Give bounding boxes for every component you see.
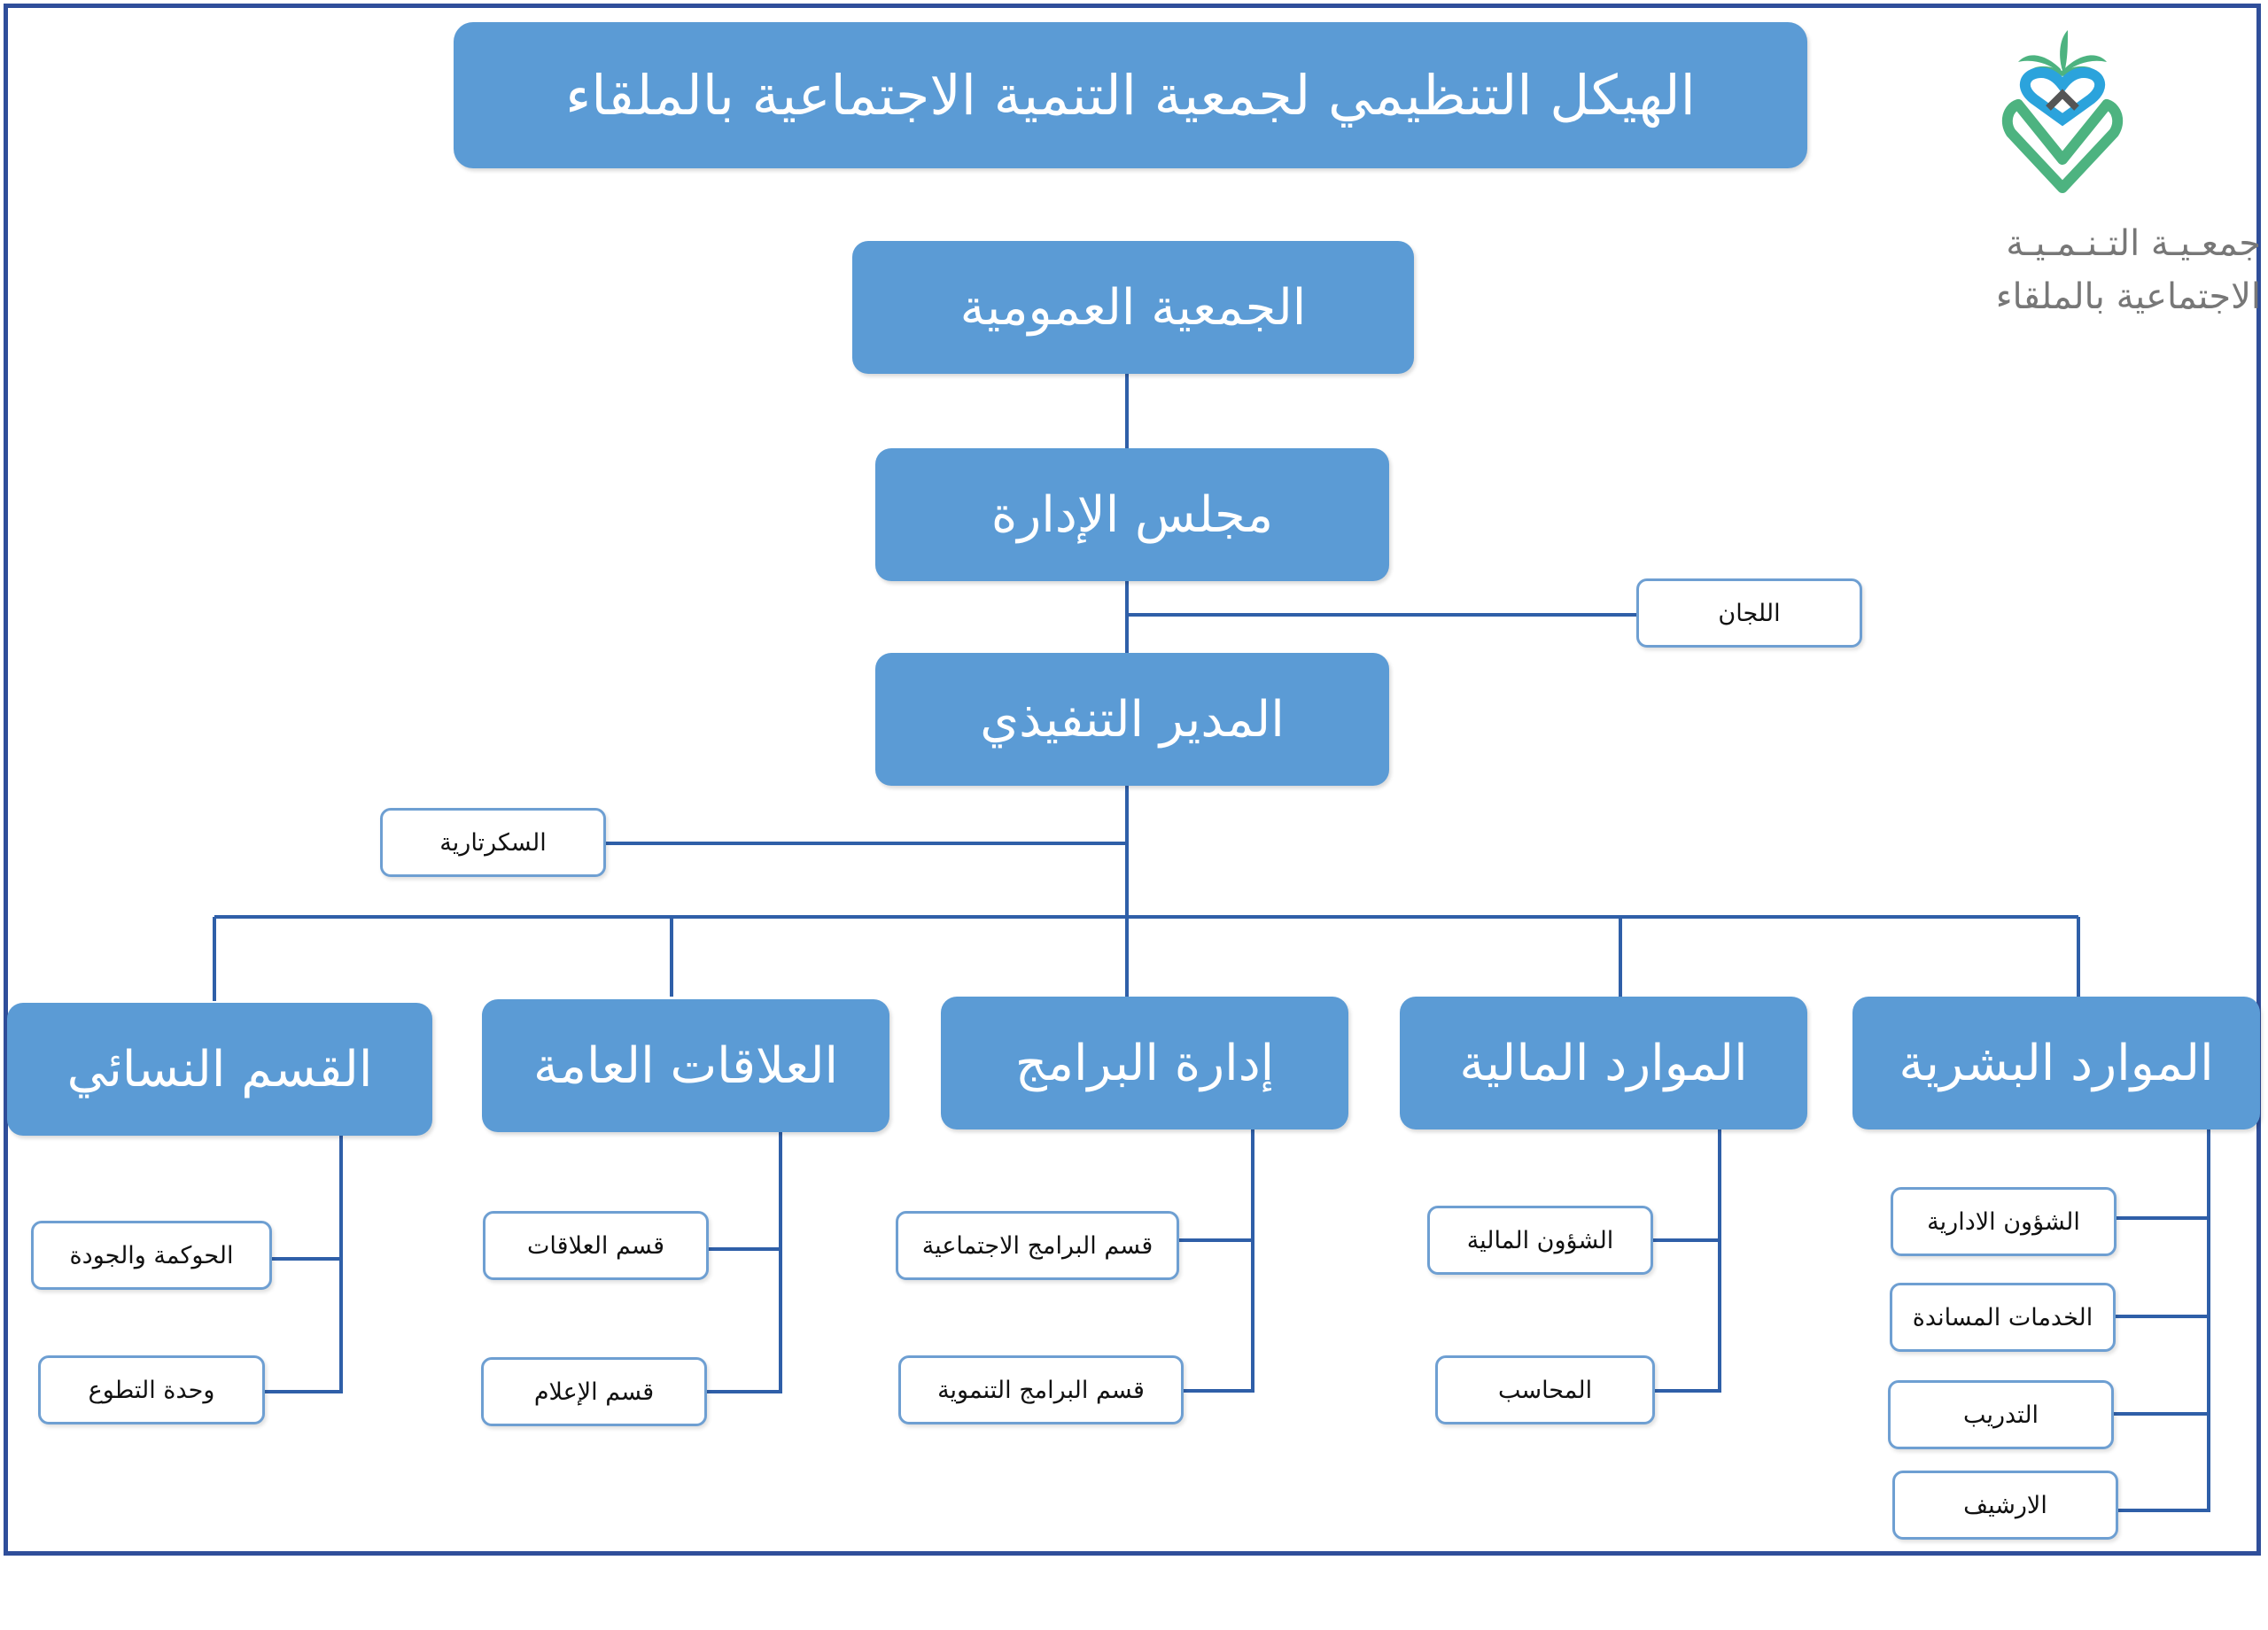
unit-pr-relations: قسم العلاقات: [483, 1211, 709, 1280]
connector-finance-units: [1652, 1238, 1721, 1393]
unit-programs-social: قسم البرامج الاجتماعية: [896, 1211, 1179, 1280]
unit-hr-training: التدريب: [1888, 1380, 2114, 1449]
department-hr-label: الموارد البشرية: [1899, 1034, 2214, 1092]
department-public-relations-label: العلاقات العامة: [532, 1036, 839, 1095]
node-general-assembly-label: الجمعية العمومية: [959, 278, 1307, 337]
connector-pr-units: [707, 1247, 782, 1393]
logo-text-line2: الاجتماعية بالملقاء: [1995, 276, 2261, 317]
organization-logo: جمعـيـة التـنـمـيـة الاجتماعية بالملقاء: [1876, 27, 2266, 337]
department-public-relations: العلاقات العامة: [482, 999, 889, 1132]
unit-hr-support-services: الخدمات المساندة: [1890, 1283, 2116, 1352]
node-secretariat-label: السكرتارية: [439, 828, 547, 857]
diagram-frame: [4, 4, 2261, 1556]
node-general-assembly: الجمعية العمومية: [852, 241, 1414, 374]
node-secretariat: السكرتارية: [380, 808, 606, 877]
department-hr: الموارد البشرية: [1852, 997, 2260, 1129]
department-women: القسم النسائي: [7, 1003, 432, 1136]
node-executive-director: المدير التنفيذي: [875, 653, 1389, 786]
department-women-label: القسم النسائي: [66, 1040, 373, 1098]
department-programs: إدارة البرامج: [941, 997, 1348, 1129]
unit-women-volunteering: وحدة التطوع: [38, 1355, 265, 1424]
unit-hr-administrative: الشؤون الادارية: [1891, 1187, 2117, 1256]
unit-women-governance-label: الحوكمة والجودة: [69, 1241, 234, 1269]
page-title-text: الهيكل التنظيمي لجمعية التنمية الاجتماعي…: [565, 63, 1696, 128]
unit-women-governance: الحوكمة والجودة: [31, 1221, 272, 1290]
unit-pr-media: قسم الإعلام: [481, 1357, 707, 1426]
department-programs-label: إدارة البرامج: [1014, 1034, 1275, 1092]
unit-finance-affairs-label: الشؤون المالية: [1466, 1226, 1614, 1254]
unit-hr-archive: الارشيف: [1892, 1471, 2118, 1540]
department-finance-label: الموارد المالية: [1459, 1034, 1748, 1092]
node-board: مجلس الإدارة: [875, 448, 1389, 581]
unit-women-volunteering-label: وحدة التطوع: [88, 1376, 215, 1404]
department-finance: الموارد المالية: [1400, 997, 1807, 1129]
node-committees: اللجان: [1636, 578, 1862, 648]
unit-programs-development: قسم البرامج التنموية: [898, 1355, 1184, 1424]
unit-programs-social-label: قسم البرامج الاجتماعية: [921, 1231, 1153, 1260]
page-title: الهيكل التنظيمي لجمعية التنمية الاجتماعي…: [454, 22, 1807, 168]
unit-finance-accountant: المحاسب: [1435, 1355, 1655, 1424]
node-committees-label: اللجان: [1718, 599, 1781, 627]
node-executive-director-label: المدير التنفيذي: [980, 690, 1285, 749]
connector-women-units: [264, 1257, 343, 1393]
unit-hr-training-label: التدريب: [1962, 1401, 2039, 1429]
heart-palm-icon: [2001, 30, 2124, 193]
unit-hr-archive-label: الارشيف: [1963, 1491, 2047, 1519]
unit-finance-accountant-label: المحاسب: [1497, 1376, 1593, 1404]
unit-hr-administrative-label: الشؤون الادارية: [1927, 1207, 2080, 1236]
unit-programs-development-label: قسم البرامج التنموية: [937, 1376, 1145, 1404]
unit-finance-affairs: الشؤون المالية: [1427, 1206, 1653, 1275]
logo-text-line1: جمعـيـة التـنـمـيـة: [2006, 223, 2261, 264]
unit-pr-relations-label: قسم العلاقات: [527, 1231, 664, 1260]
node-board-label: مجلس الإدارة: [990, 485, 1274, 544]
unit-pr-media-label: قسم الإعلام: [533, 1378, 655, 1406]
connector-programs-units: [1178, 1238, 1254, 1393]
unit-hr-support-services-label: الخدمات المساندة: [1912, 1303, 2093, 1331]
